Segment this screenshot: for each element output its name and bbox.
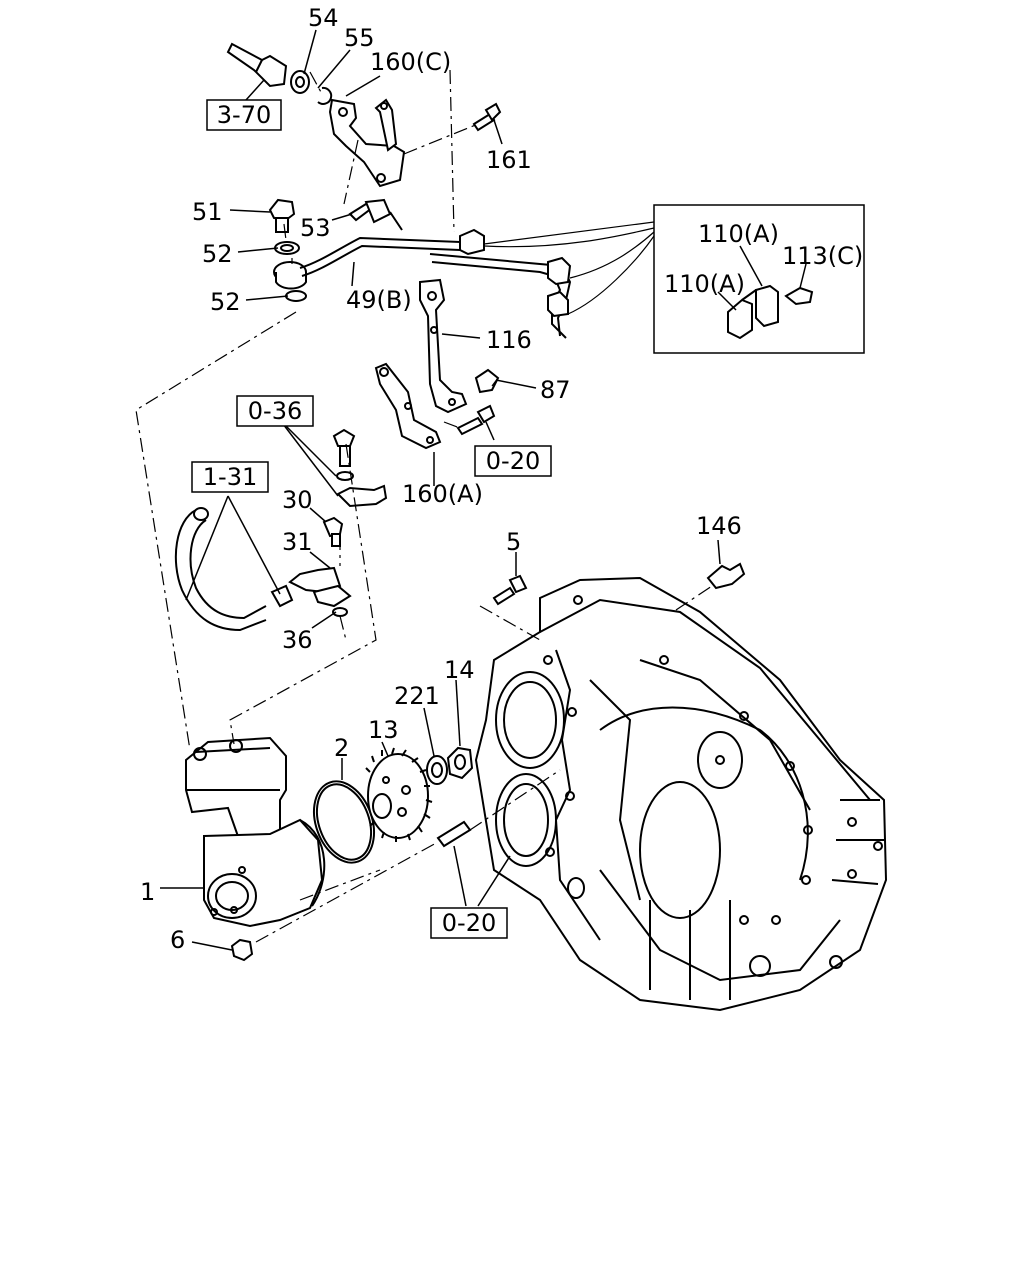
bracket-160a-part — [374, 362, 442, 450]
ref-0-36-text[interactable]: 0-36 — [248, 397, 302, 425]
clip-55-part — [317, 86, 333, 105]
label-36: 36 — [282, 626, 313, 654]
compressor-1-part — [185, 736, 326, 928]
label-52-upper: 52 — [202, 240, 233, 268]
label-49b: 49(B) — [346, 286, 412, 314]
ref-3-70-text[interactable]: 3-70 — [217, 101, 271, 129]
bolt-0-20-upper-part — [456, 404, 496, 436]
dash-lines — [135, 69, 713, 943]
nut-54-part — [290, 70, 310, 94]
bolt-5-part — [492, 574, 528, 606]
label-53: 53 — [300, 214, 331, 242]
bracket-160c-part — [328, 98, 406, 188]
leader-lines — [160, 29, 807, 951]
fitting-0-36-part — [332, 428, 388, 508]
label-87: 87 — [540, 376, 571, 404]
label-221: 221 — [394, 682, 440, 710]
bolt-87-part — [474, 368, 500, 394]
label-14: 14 — [444, 656, 475, 684]
gear-13-part — [365, 747, 433, 842]
label-52-lower: 52 — [210, 288, 241, 316]
ref-0-20-lower-text[interactable]: 0-20 — [442, 909, 496, 937]
washer-52-lower-part — [285, 290, 307, 302]
clip-pointer-lines — [483, 221, 655, 315]
label-13: 13 — [368, 716, 399, 744]
flywheel-housing-part — [474, 576, 888, 1012]
ref-1-31[interactable]: 1-31 — [191, 461, 269, 493]
bolt-3-70-part — [226, 42, 288, 88]
washer-52-upper-part — [274, 241, 300, 255]
label-54: 54 — [308, 4, 339, 32]
ref-0-20-upper-text[interactable]: 0-20 — [486, 447, 540, 475]
bracket-116-part — [419, 278, 468, 414]
label-31: 31 — [282, 528, 313, 556]
fitting-30-part — [322, 516, 344, 547]
label-55: 55 — [344, 24, 375, 52]
label-116: 116 — [486, 326, 532, 354]
label-146: 146 — [696, 512, 742, 540]
eye-fitting-part — [273, 261, 307, 290]
connector-53-part — [348, 198, 403, 231]
label-51: 51 — [192, 198, 223, 226]
label-2: 2 — [334, 734, 349, 762]
label-160a: 160(A) — [402, 480, 483, 508]
label-30: 30 — [282, 486, 313, 514]
ref-1-31-text[interactable]: 1-31 — [203, 463, 257, 491]
ref-0-20-lower[interactable]: 0-20 — [430, 907, 508, 939]
hose-1-31-part — [174, 507, 267, 632]
label-110a-upper: 110(A) — [698, 220, 779, 248]
stud-0-20-part — [436, 820, 472, 848]
label-161: 161 — [486, 146, 532, 174]
part-labels: 54 55 160(C) 161 51 53 52 52 49(B) 116 8… — [140, 4, 863, 954]
label-113c: 113(C) — [782, 242, 863, 270]
washer-221-part — [426, 755, 448, 785]
label-110a-lower: 110(A) — [664, 270, 745, 298]
label-160c: 160(C) — [370, 48, 451, 76]
nut-14-part — [446, 746, 474, 780]
label-1: 1 — [140, 878, 155, 906]
pipe-49b-part — [299, 228, 572, 339]
fitting-146-part — [706, 562, 746, 590]
label-5: 5 — [506, 528, 521, 556]
nut-6-part — [230, 938, 254, 962]
label-6: 6 — [170, 926, 185, 954]
ref-3-70[interactable]: 3-70 — [206, 99, 282, 131]
fitting-31-part — [270, 566, 352, 608]
ref-0-36[interactable]: 0-36 — [236, 395, 314, 427]
ref-0-20-upper[interactable]: 0-20 — [474, 445, 552, 477]
banjo-bolt-51-part — [268, 198, 296, 233]
